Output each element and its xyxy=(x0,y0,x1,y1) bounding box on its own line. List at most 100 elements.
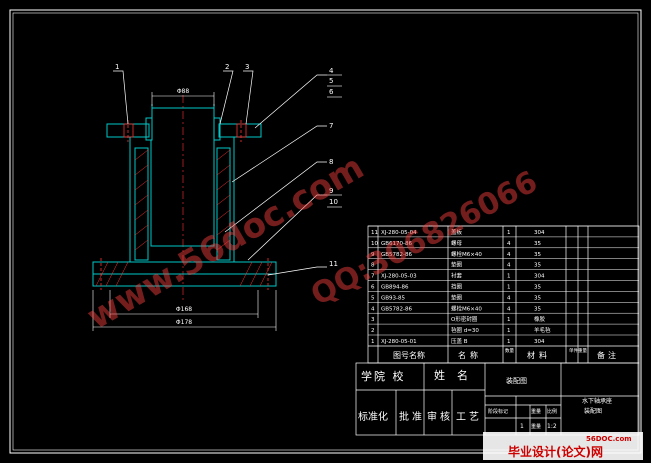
bom-cell-qty: 4 xyxy=(507,241,511,247)
wall-hatch xyxy=(134,149,231,251)
tb-standard: 标准化 xyxy=(358,410,388,423)
balloon-1: 1 xyxy=(115,63,119,71)
bom-cell-name: 盖板 xyxy=(451,228,463,236)
bom-cell-idx: 8 xyxy=(371,263,375,269)
drawing-title-1: 水下轴承座 xyxy=(582,397,612,405)
footer: 56DOC.com 毕业设计(论文)网 xyxy=(483,432,643,460)
bom-header-note: 备注 xyxy=(597,350,619,360)
bom-cell-idx: 3 xyxy=(371,317,375,323)
bom-cell-idx: 5 xyxy=(371,295,375,301)
title-block-text: 学院 校 姓名 装配图 水下轴承座 装配图 标准化 批准 审核 工艺 阶段标记 … xyxy=(358,368,612,430)
tb-weight-header: 重量 xyxy=(531,408,541,415)
bom-cell-name: 螺母 xyxy=(451,239,463,247)
bom-cell-code: GB93-85 xyxy=(381,295,406,301)
part-section-view: Φ88 Φ168 Φ178 1 2 3 4 5 6 7 8 9 10 11 xyxy=(92,63,342,331)
bom-header-weight: 单件重量 xyxy=(569,347,587,354)
base-hatch xyxy=(95,261,273,287)
bom-cell-idx: 9 xyxy=(371,252,375,258)
bom-cell-material: 304 xyxy=(534,230,545,236)
balloon-11: 11 xyxy=(329,260,338,268)
footer-text: 毕业设计(论文)网 xyxy=(508,444,603,459)
drawing-type: 装配图 xyxy=(506,376,527,385)
balloon-8: 8 xyxy=(329,158,333,166)
bom-cell-code: XJ-280-05-04 xyxy=(381,230,417,236)
top-bolts xyxy=(123,120,247,142)
bom-cell-qty: 4 xyxy=(507,306,511,312)
bom-cell-qty: 4 xyxy=(507,263,511,269)
bom-header: 图号名称 名称 材料 单件重量 备注 数量 xyxy=(393,347,619,360)
base-bolts xyxy=(100,258,269,290)
balloon-9: 9 xyxy=(329,187,333,195)
drawing-border xyxy=(9,9,642,454)
bom-cell-material: 橡胶 xyxy=(534,315,546,323)
bom-cell-idx: 10 xyxy=(371,241,378,247)
bom-cell-qty: 4 xyxy=(507,252,511,258)
balloon-4: 4 xyxy=(329,67,334,75)
bom-cell-code: GB5782-86 xyxy=(381,252,413,258)
bom-cell-code: GB894-86 xyxy=(381,285,409,291)
tb-scale: 1:2 xyxy=(547,423,557,430)
bom-cell-name: 垫圈 xyxy=(451,293,463,301)
bom-cell-qty: 1 xyxy=(507,285,511,291)
bom-cell-idx: 11 xyxy=(371,230,378,236)
bom-cell-name: 挡圈 xyxy=(451,283,463,291)
bom-cell-qty: 1 xyxy=(507,317,511,323)
bom-cell-idx: 7 xyxy=(371,274,375,280)
bom-header-qty: 数量 xyxy=(505,347,514,354)
bom-header-name: 名称 xyxy=(458,350,482,360)
tb-approve: 批准 xyxy=(399,410,425,423)
balloon-10: 10 xyxy=(329,198,338,206)
bom-cell-code: XJ-280-05-01 xyxy=(381,339,417,345)
footer-bg xyxy=(483,432,643,460)
tb-scale-header: 比例 xyxy=(547,408,557,415)
dim-bottom2: Φ178 xyxy=(176,319,192,326)
balloon-6: 6 xyxy=(329,88,334,96)
dim-top: Φ88 xyxy=(177,88,190,95)
bom-cell-idx: 4 xyxy=(371,306,375,312)
footer-logo: 56DOC.com xyxy=(586,435,632,443)
bom-cell-material: 羊毛毡 xyxy=(534,326,551,334)
tb-process: 工艺 xyxy=(456,411,482,423)
bom-cell-qty: 4 xyxy=(507,295,511,301)
inner-bore xyxy=(151,104,215,118)
bom-cell-name: 螺栓M6×40 xyxy=(451,304,482,312)
bom-cell-name: 压盖 B xyxy=(451,337,468,345)
dimension-lines xyxy=(92,92,277,331)
bom-cell-idx: 2 xyxy=(371,328,375,334)
drawing-title-2: 装配图 xyxy=(584,407,602,415)
balloon-3: 3 xyxy=(245,63,249,71)
leader-lines xyxy=(113,70,327,276)
balloon-numbers: 1 2 3 4 5 6 7 8 9 10 11 xyxy=(115,63,338,268)
bom-cell-qty: 1 xyxy=(507,230,511,236)
title-block xyxy=(355,362,640,436)
bom-cell-code: GB5782-86 xyxy=(381,306,413,312)
bom-cell-name: 衬套 xyxy=(451,272,463,280)
bom-cell-qty: 1 xyxy=(507,339,511,345)
bom-cell-material: 35 xyxy=(534,306,541,312)
name-label: 姓名 xyxy=(434,368,480,382)
bom-cell-material: 304 xyxy=(534,339,545,345)
tb-sheet: 1 xyxy=(520,423,524,430)
bom-cell-name: 螺栓M6×40 xyxy=(451,250,482,258)
bom-cell-material: 35 xyxy=(534,285,541,291)
bom-header-code: 图号名称 xyxy=(393,350,425,360)
bom-cell-code: XJ-280-05-03 xyxy=(381,274,417,280)
bom-cell-idx: 1 xyxy=(371,339,375,345)
bom-cell-material: 35 xyxy=(534,295,541,301)
bom-cell-qty: 1 xyxy=(507,328,511,334)
tb-review: 审核 xyxy=(427,410,453,423)
bom-cell-material: 35 xyxy=(534,241,541,247)
balloon-7: 7 xyxy=(329,122,333,130)
dim-bottom1: Φ168 xyxy=(176,306,192,313)
tb-weight: 重量 xyxy=(531,423,541,430)
balloon-separators xyxy=(327,74,342,208)
school-label: 学院 校 xyxy=(361,369,406,383)
tb-stage-mark: 阶段标记 xyxy=(488,408,508,415)
bom-cell-material: 35 xyxy=(534,252,541,258)
drawing-inner-border xyxy=(12,12,639,451)
balloon-5: 5 xyxy=(329,77,333,85)
bom-cell-name: 毡圈 d=30 xyxy=(451,326,479,334)
bom-cell-code: GB6170-86 xyxy=(381,241,413,247)
